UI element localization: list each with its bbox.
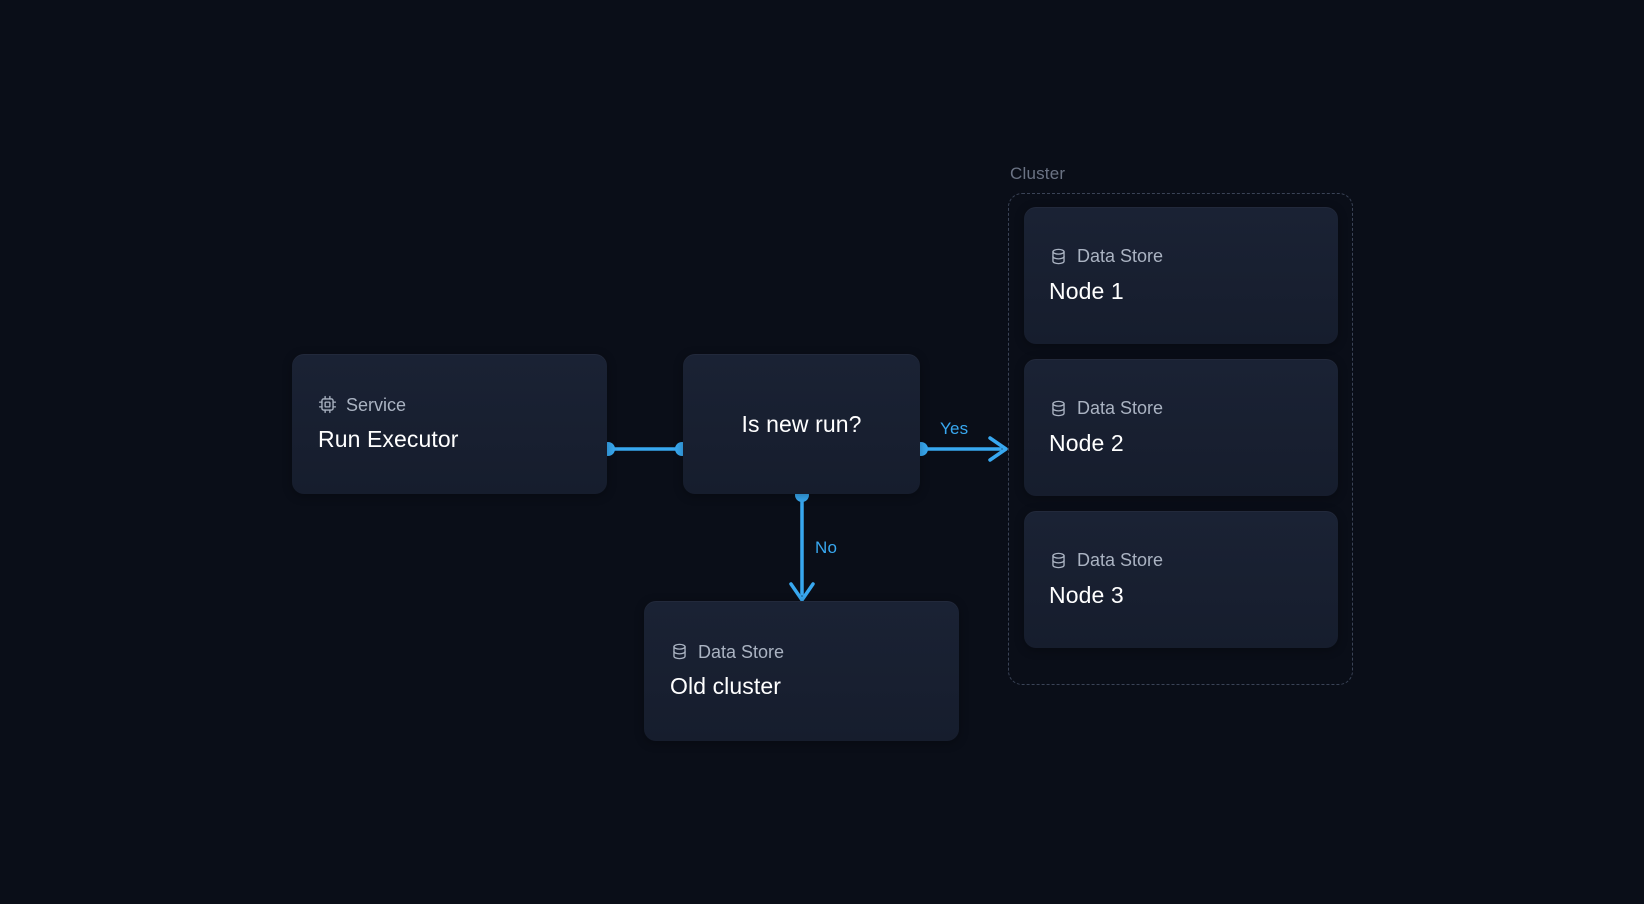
edge-service-to-decision [601,442,689,456]
node-data-store-2-kind: Data Store [1077,398,1164,419]
node-old-cluster-title: Old cluster [670,673,782,700]
node-old-cluster-header: Data Store [670,642,933,661]
cpu-icon [318,395,337,414]
edge-decision-yes [914,436,1008,462]
database-icon [1049,247,1068,266]
cluster-label: Cluster [1010,164,1066,183]
node-service-header: Service [318,395,581,414]
node-data-store-1[interactable]: Data Store Node 1 [1024,207,1338,344]
database-icon [1049,551,1068,570]
node-data-store-1-kind: Data Store [1077,246,1164,267]
node-data-store-2-header: Data Store [1049,399,1313,418]
edge-decision-no [789,488,815,602]
node-data-store-1-title: Node 1 [1049,277,1124,304]
node-data-store-2-title: Node 2 [1049,429,1124,456]
node-old-cluster-kind: Data Store [698,641,785,662]
node-service-kind: Service [346,394,407,415]
node-service-title: Run Executor [318,426,459,453]
node-data-store-3-title: Node 3 [1049,581,1124,608]
node-data-store-3-kind: Data Store [1077,550,1164,571]
edge-label-yes: Yes [940,419,969,438]
node-old-cluster[interactable]: Data Store Old cluster [644,601,959,741]
node-data-store-2[interactable]: Data Store Node 2 [1024,359,1338,496]
database-icon [1049,399,1068,418]
node-service[interactable]: Service Run Executor [292,354,607,494]
database-icon [670,642,689,661]
node-decision[interactable]: Is new run? [683,354,920,494]
edge-label-no: No [815,538,838,557]
node-data-store-3-header: Data Store [1049,551,1313,570]
cluster-group [1008,193,1353,685]
node-data-store-3[interactable]: Data Store Node 3 [1024,511,1338,648]
node-data-store-1-header: Data Store [1049,247,1313,266]
node-decision-title: Is new run? [741,410,862,437]
